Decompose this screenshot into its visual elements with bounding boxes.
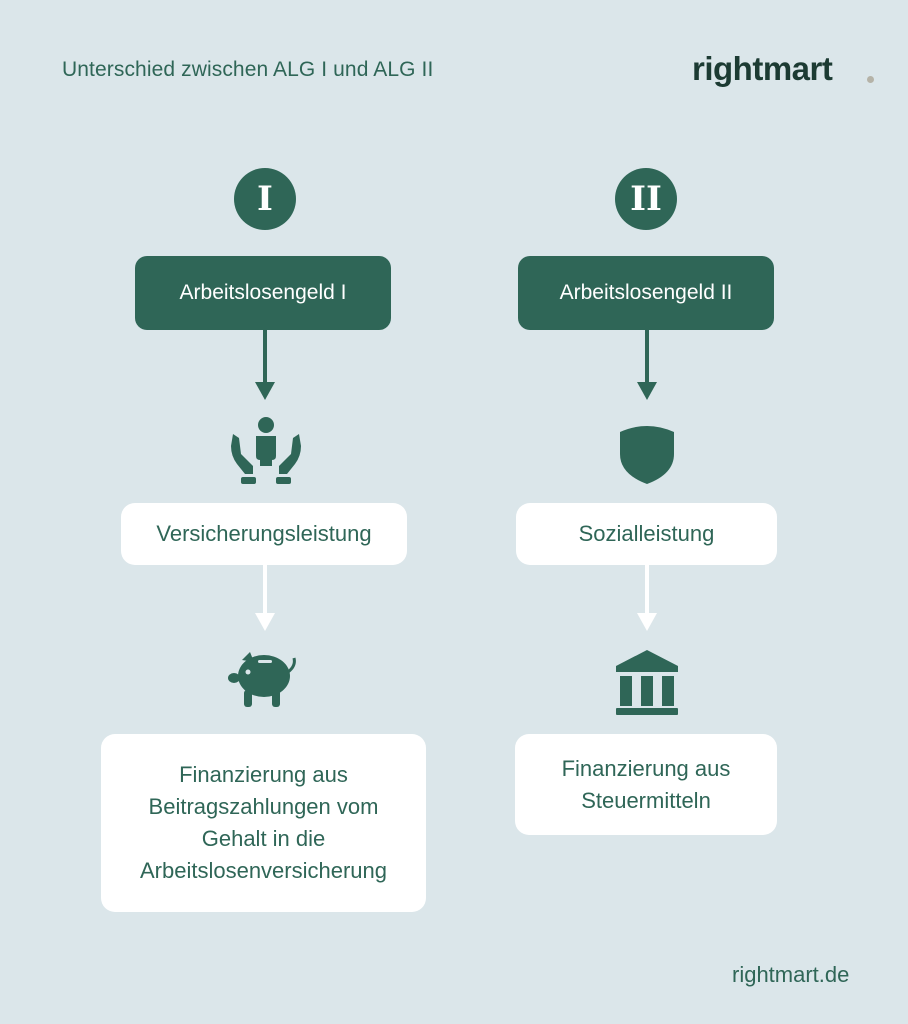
benefit-alg-1: Versicherungsleistung	[156, 521, 372, 546]
bank-building-icon	[616, 650, 678, 715]
benefit-box-alg-2: Sozialleistung	[516, 503, 777, 565]
arrow-down-icon	[637, 565, 657, 631]
heading-box-alg-1: Arbeitslosengeld I	[135, 256, 391, 330]
funding-line: Finanzierung aus	[179, 762, 348, 787]
heading-box-alg-2: Arbeitslosengeld II	[518, 256, 774, 330]
piggy-bank-icon	[228, 652, 296, 707]
funding-line: Arbeitslosenversicherung	[139, 858, 388, 883]
benefit-box-alg-1: Versicherungsleistung	[121, 503, 407, 565]
funding-box-alg-1: Finanzierung aus Beitragszahlungen vom G…	[101, 734, 426, 912]
badge-alg-1: I	[234, 168, 296, 230]
heading-alg-2: Arbeitslosengeld II	[559, 281, 733, 304]
badge-alg-2: II	[615, 168, 677, 230]
funding-line: Steuermitteln	[581, 787, 711, 813]
hands-person-icon	[231, 417, 301, 484]
funding-line: Beitragszahlungen vom	[148, 794, 379, 819]
logo-dot	[867, 76, 874, 83]
heading-alg-1: Arbeitslosengeld I	[179, 281, 347, 304]
footer-url: rightmart.de	[732, 962, 850, 987]
arrow-down-icon	[255, 565, 275, 631]
funding-line: Gehalt in die	[201, 826, 326, 851]
benefit-alg-2: Sozialleistung	[578, 521, 715, 546]
funding-line: Finanzierung aus	[561, 755, 731, 781]
rightmart-logo: rightmart	[692, 50, 833, 87]
arrow-down-icon	[637, 330, 657, 400]
funding-box-alg-2: Finanzierung aus Steuermitteln	[515, 734, 777, 835]
page-title: Unterschied zwischen ALG I und ALG II	[62, 58, 434, 81]
shield-icon	[620, 426, 674, 484]
arrow-down-icon	[255, 330, 275, 400]
